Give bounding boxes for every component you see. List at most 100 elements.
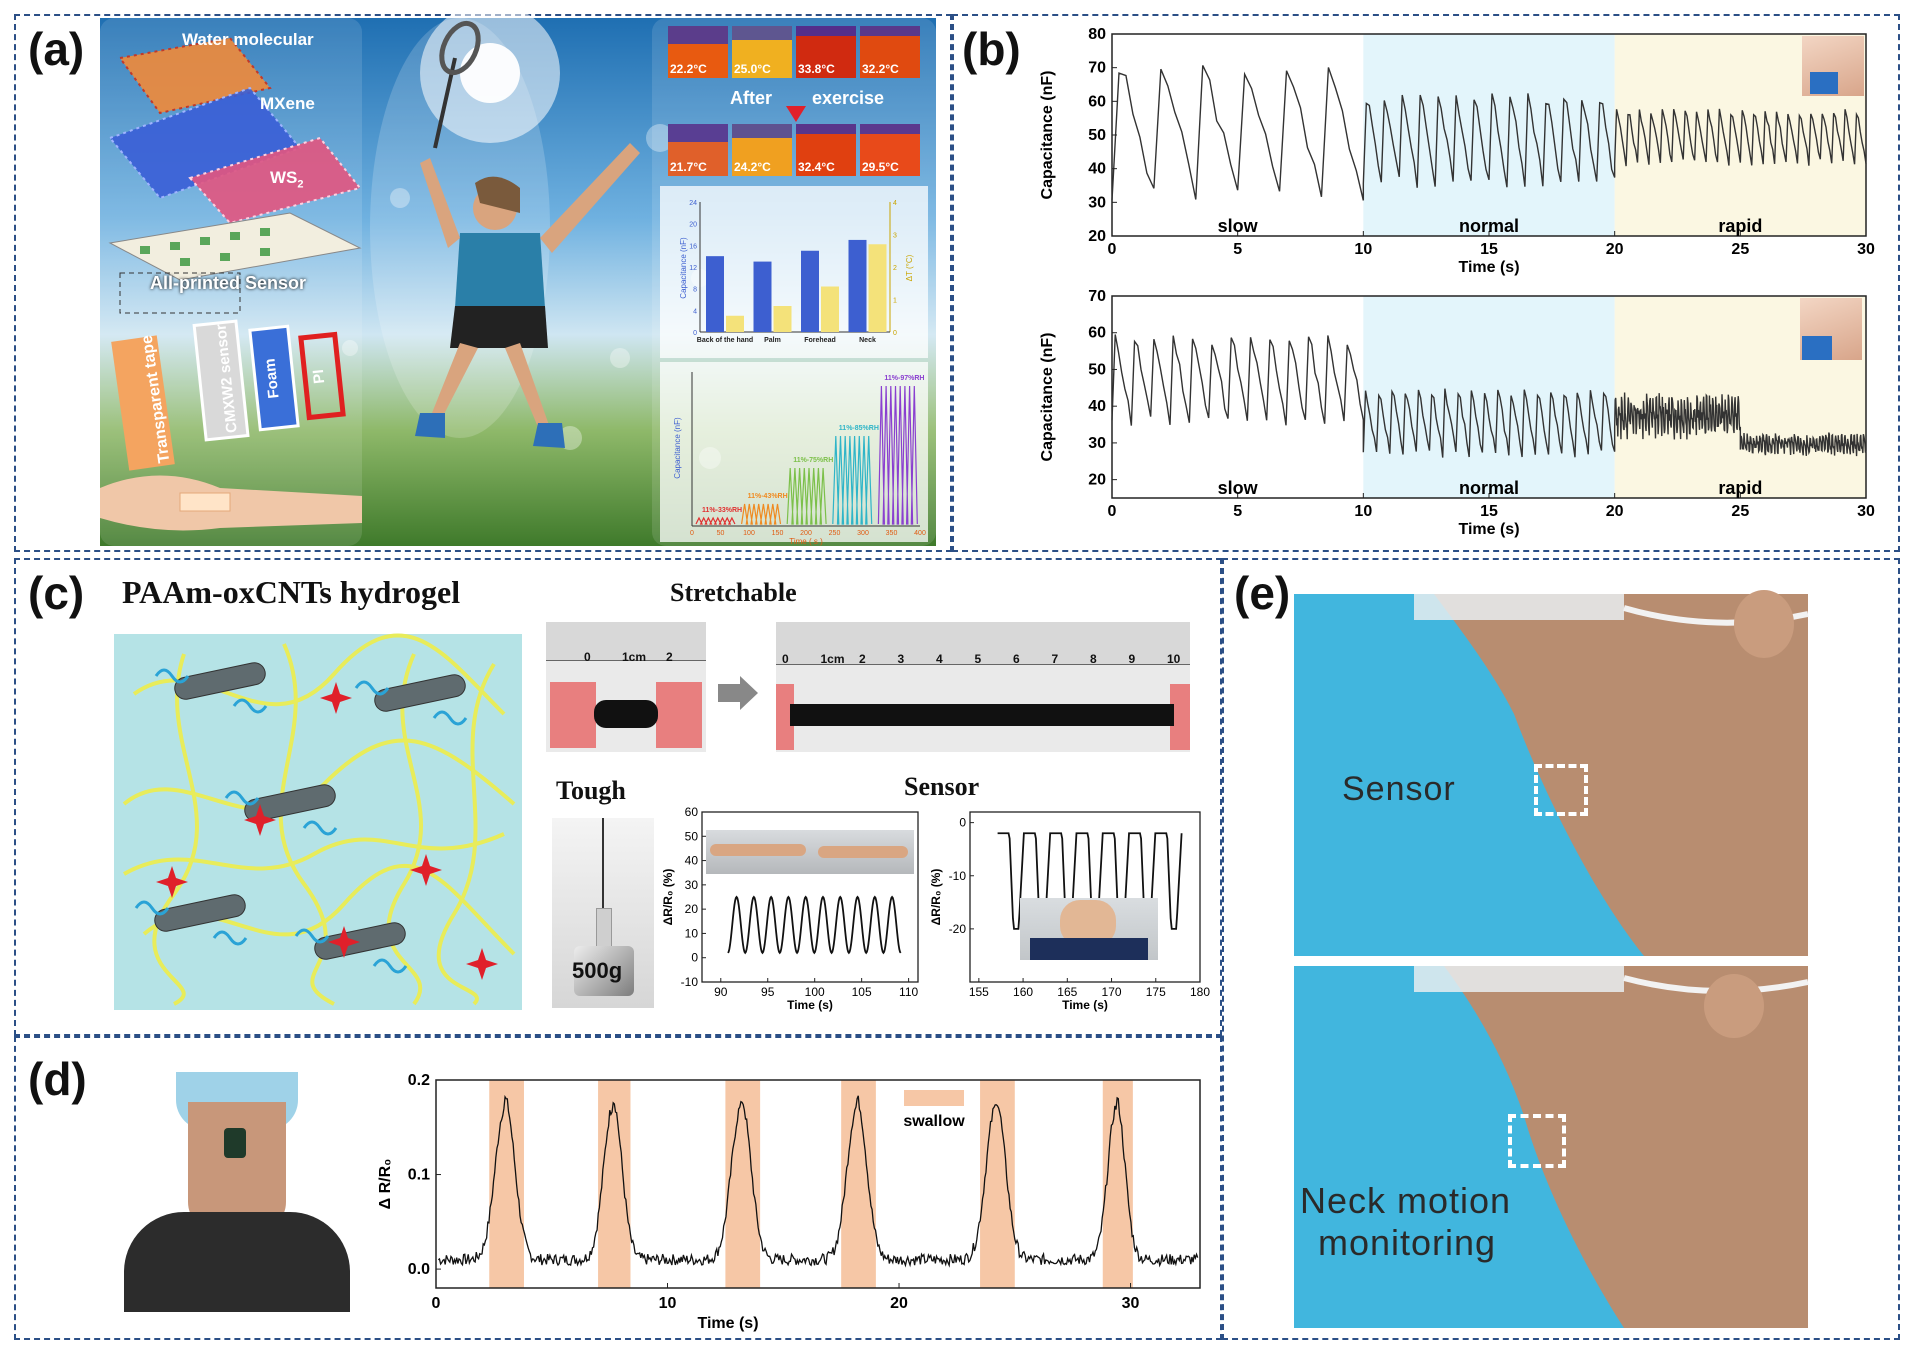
x-tick-180: 180: [1190, 985, 1210, 999]
short-sample-photo: [546, 622, 706, 752]
region-label-slow: slow: [1218, 478, 1259, 498]
x-tick-30: 30: [1122, 1295, 1140, 1312]
ws2-label: WS2: [270, 168, 304, 190]
clamp-right: [656, 682, 702, 748]
x-tick-100: 100: [805, 985, 825, 999]
capacitance-line: [1111, 65, 1867, 201]
y-tick-40: 40: [1088, 161, 1106, 178]
y-tick-40: 40: [685, 854, 699, 868]
mini-rh-label-4: 11%-85%RH: [839, 425, 879, 432]
mini-bar-ytick-20: 20: [689, 222, 697, 229]
sensor-callout: [119, 272, 241, 314]
oxygen-group-1: [154, 668, 268, 714]
x-tick-0: 0: [432, 1295, 441, 1312]
tough-gel: [596, 908, 612, 950]
mini-rh-xtick-100: 100: [743, 530, 755, 537]
mini-rh-trace-5: [877, 385, 918, 525]
y-tick-50: 50: [685, 829, 699, 843]
oxygen-group-4: [134, 900, 248, 946]
cnt-tube-4: [154, 894, 246, 932]
y-tick-0.0: 0.0: [408, 1261, 430, 1278]
cnt-tube-1: [174, 662, 266, 700]
mini-rh-xtick-300: 300: [857, 530, 869, 537]
mini-rh-xtick-50: 50: [717, 530, 725, 537]
mini-rh-xtick-0: 0: [690, 530, 694, 537]
x-tick-10: 10: [659, 1295, 677, 1312]
sensor-box-bottom: [1508, 1114, 1566, 1168]
y-tick-30: 30: [1088, 194, 1106, 211]
tough-title: Tough: [556, 776, 626, 805]
mini-bar-ytick-16: 16: [689, 243, 697, 250]
shirt: [124, 1212, 350, 1312]
face-photo: [1020, 898, 1158, 960]
ruler-long-tick-9: 9: [1128, 652, 1136, 666]
neck-skin: [188, 1102, 286, 1232]
mini-bar-cat-1: Back of the hand: [697, 337, 753, 344]
mini-bar-ytick-0: 0: [693, 330, 697, 337]
y-tick--20: -20: [949, 922, 967, 936]
tough-photo: [552, 818, 654, 1008]
x-tick-30: 30: [1857, 503, 1875, 520]
frame-e: [1222, 558, 1900, 1340]
neck-photo-top: Sensor: [1294, 590, 1809, 956]
x-tick-25: 25: [1731, 241, 1749, 258]
polymer-strand-8: [123, 832, 505, 876]
sensor-electrodes: [140, 228, 270, 266]
mini-bar-cap-4: [848, 239, 867, 332]
x-tick-25: 25: [1731, 503, 1749, 520]
x-axis-label: Time (s): [1458, 521, 1519, 538]
weight-label: 500g: [572, 958, 623, 983]
athlete: [370, 18, 640, 448]
mini-bar-dt-3: [821, 286, 839, 332]
temp-before-4: 32.2°C: [862, 62, 899, 76]
polymer-strand-2: [122, 738, 516, 812]
x-tick-165: 165: [1057, 985, 1077, 999]
y-tick-0: 0: [691, 951, 698, 965]
legend-label: swallow: [903, 1113, 965, 1130]
crosslink-star-5: [328, 926, 360, 958]
temp-after-2: 24.2°C: [734, 160, 771, 174]
ruler-short-1: 1cm: [622, 650, 647, 664]
mini-rh-xtick-400: 400: [914, 530, 926, 537]
region-bg-normal: [1363, 34, 1615, 236]
mini-bar-ytick-8: 8: [693, 287, 697, 294]
ruler-long-tick-10: 10: [1167, 652, 1181, 666]
arm: [100, 475, 362, 531]
mini-bar-dt-2: [773, 306, 792, 332]
capacitance-line: [1111, 334, 1867, 458]
x-tick-20: 20: [1606, 503, 1624, 520]
hydrogel-network: [114, 633, 522, 1010]
mini-rh-xtick-350: 350: [886, 530, 898, 537]
arm-straight: [818, 846, 908, 858]
hydrogel-title: PAAm-oxCNTs hydrogel: [122, 574, 461, 610]
down-arrow-icon: [786, 106, 806, 122]
crosslink-star-1: [320, 682, 352, 714]
x-tick-10: 10: [1354, 503, 1372, 520]
ruler-long-tick-6: 6: [1013, 652, 1020, 666]
ws2-lattice: [188, 136, 362, 225]
y-tick-60: 60: [685, 805, 699, 819]
temp-before-2: 25.0°C: [734, 62, 771, 76]
mini-bar-y2label: ΔT (°C): [905, 254, 914, 281]
y-tick-10: 10: [685, 926, 699, 940]
y-tick-70: 70: [1088, 288, 1106, 305]
ruler-short-0: 0: [584, 650, 591, 664]
polymer-strand-4: [152, 653, 199, 1006]
cnt-tube-3: [244, 784, 336, 822]
x-tick-0: 0: [1108, 503, 1117, 520]
ruler-short-2: 2: [666, 650, 673, 664]
mini-bar-y2tick-0: 0: [893, 330, 897, 337]
mini-bar-dt-1: [726, 315, 744, 332]
polymer-strand-7: [436, 662, 496, 1006]
ws2-sub: 2: [297, 178, 304, 191]
mini-rh-label-1: 11%-33%RH: [702, 507, 742, 514]
panel-c-label: (c): [28, 567, 85, 619]
arm-photo: [706, 830, 914, 874]
x-tick-160: 160: [1013, 985, 1033, 999]
mouth-device-bottom: [1802, 336, 1832, 360]
frame-c: [14, 558, 1222, 1036]
